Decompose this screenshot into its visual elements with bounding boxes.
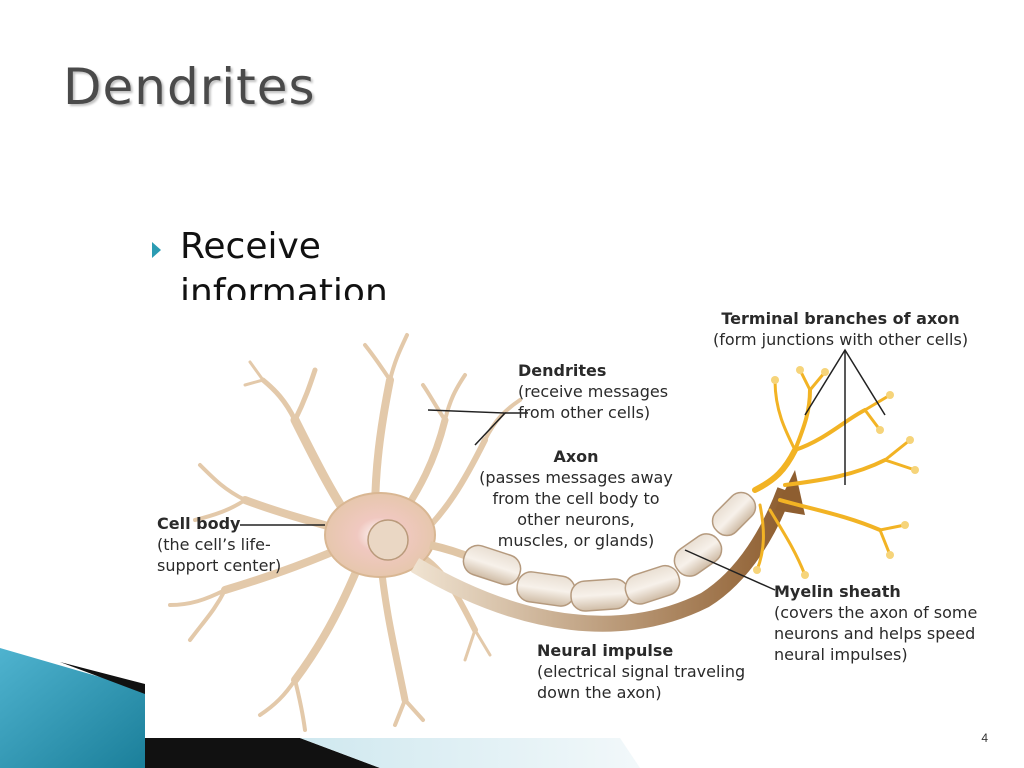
label-neural-impulse: Neural impulse (electrical signal travel…: [537, 641, 746, 702]
label-myelin-sheath: Myelin sheath (covers the axon of some n…: [774, 582, 978, 664]
neuron-diagram: Terminal branches of axon (form junction…: [145, 300, 1009, 738]
bullet-list: Receive information: [152, 222, 452, 302]
leader-lines: [240, 348, 886, 591]
label-axon: Axon (passes messages away from the cell…: [479, 447, 673, 550]
terminal-branches: [752, 368, 917, 577]
bullet-arrow-icon: [152, 242, 161, 258]
nucleus-shape: [367, 519, 409, 561]
slide-title: Dendrites: [63, 58, 316, 116]
label-terminal-branches: Terminal branches of axon (form junction…: [713, 309, 969, 349]
label-cell-body: Cell body (the cell’s life- support cent…: [157, 514, 282, 575]
myelin-segments: [462, 491, 757, 612]
bullet-text: Receive information: [180, 226, 388, 302]
page-number: 4: [981, 731, 988, 745]
neuron-illustration: [168, 333, 919, 732]
terminal-bulbs: [753, 366, 919, 579]
label-dendrites: Dendrites (receive messages from other c…: [518, 361, 669, 422]
